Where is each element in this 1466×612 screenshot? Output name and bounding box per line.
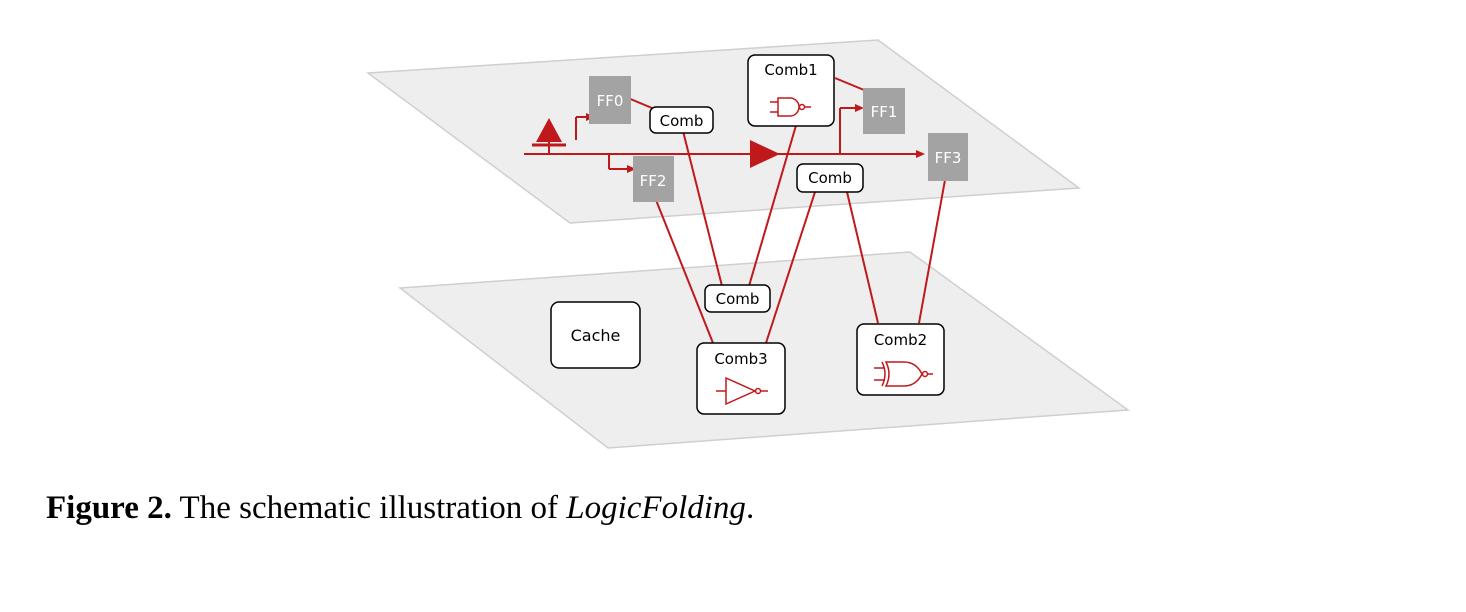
ff0-label: FF0 [597,92,624,110]
comb-label: Comb [660,112,704,130]
comb-block-comb2: Comb2 [856,323,945,396]
comb-label: Comb [808,169,852,187]
ff2-label: FF2 [640,172,667,190]
comb-block-top-left: Comb [649,106,714,134]
cache-block: Cache [550,301,641,369]
comb2-label: Comb2 [874,331,927,349]
comb-block-comb1: Comb1 [747,54,835,127]
comb1-label: Comb1 [764,61,817,79]
nand-gate-icon [770,97,811,117]
caption-text: The schematic illustration of [171,490,567,526]
figure-label: Figure 2. [46,490,172,526]
ff3-label: FF3 [935,149,962,167]
xnor-gate-icon [874,361,933,387]
flip-flop-ff1: FF1 [863,88,905,134]
comb-label: Comb [716,290,760,308]
caption-period: . [745,490,755,526]
figure-caption: Figure 2. The schematic illustration of … [46,490,754,527]
cache-label: Cache [571,326,621,345]
comb-block-bottom-center: Comb [704,284,771,313]
inter-layer-wires [655,121,946,344]
comb3-label: Comb3 [714,350,767,368]
caption-method-name: LogicFolding [566,490,746,526]
flip-flop-ff0: FF0 [589,76,631,124]
comb-block-comb3: Comb3 [696,342,786,415]
flip-flop-ff3: FF3 [928,133,968,181]
comb-block-top-right: Comb [796,163,864,193]
ff1-label: FF1 [871,103,898,121]
logicfolding-diagram: FF0 FF1 FF2 FF3 Comb Comb1 Comb Cache [365,39,1131,449]
not-gate-icon [716,376,768,406]
flip-flop-ff2: FF2 [633,156,674,202]
top-layer-plane [365,39,1082,224]
buffer-triangle-icon [536,118,562,142]
buffer-triangle-icon [750,140,780,168]
